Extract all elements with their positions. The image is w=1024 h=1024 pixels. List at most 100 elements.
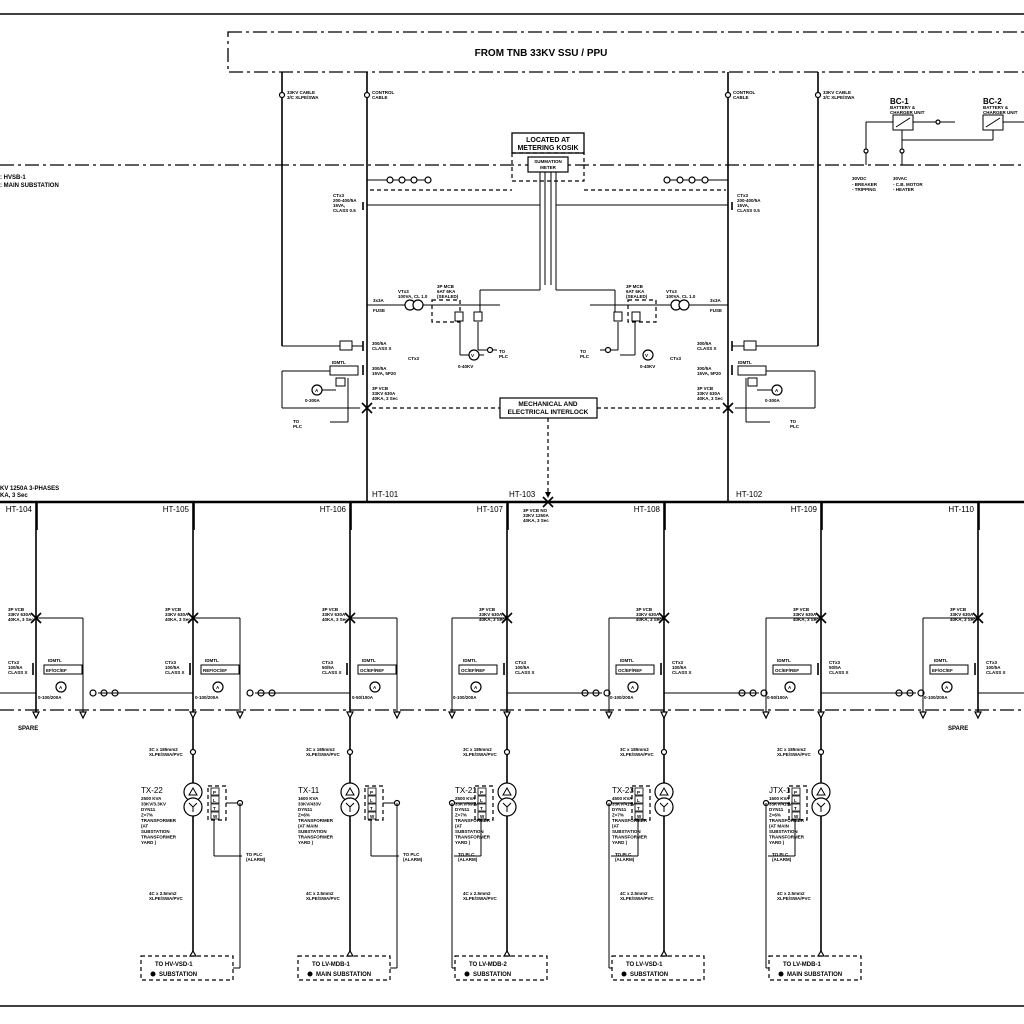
svg-text:XLPE/SWA/PVC: XLPE/SWA/PVC [306, 896, 341, 901]
svg-text:200-400/5A: 200-400/5A [333, 198, 357, 203]
destination-location: SUBSTATION [630, 972, 668, 978]
svg-text:XLPE/SWA/PVC: XLPE/SWA/PVC [463, 896, 498, 901]
svg-text:33KV CABLE: 33KV CABLE [823, 90, 851, 95]
label: P [480, 790, 483, 795]
feeder-label: HT-108 [634, 505, 661, 514]
svg-text:A: A [775, 388, 779, 393]
label: 1600 KVA [298, 796, 319, 801]
destination-box [297, 955, 391, 981]
svg-text:XLPE/SWA/PVC: XLPE/SWA/PVC [306, 752, 341, 757]
svg-text:(ALARM): (ALARM) [458, 857, 478, 862]
label: 33KV 630A [322, 612, 346, 617]
label: 33KV 630A [479, 612, 503, 617]
svg-text:(ALARM): (ALARM) [615, 857, 635, 862]
label: W [480, 814, 485, 819]
label: 3P VCB [8, 607, 25, 612]
label: REF/OC/EF [203, 668, 227, 673]
source-box: FROM TNB 33KV SSU / PPU [227, 31, 1024, 73]
label: OC/EF/REF [461, 668, 485, 673]
label: 3P VCB [322, 607, 339, 612]
surge-arrestors-left [367, 176, 432, 184]
label: OC/EF/REF [360, 668, 384, 673]
feeder-label: HT-107 [477, 505, 504, 514]
svg-text:XLPE/SWA/PVC: XLPE/SWA/PVC [620, 752, 655, 757]
switchboard-location: : MAIN SUBSTATION [0, 183, 59, 189]
label: 40KA, 3 Sec [165, 617, 191, 622]
svg-text:300/5A: 300/5A [697, 366, 712, 371]
svg-text:PLC: PLC [293, 424, 303, 429]
surge-arrestors-right [663, 176, 728, 184]
svg-text:SUMMATION: SUMMATION [534, 159, 561, 164]
svg-text:XLPE/SWA/PVC: XLPE/SWA/PVC [463, 752, 498, 757]
svg-text:33KV 630A: 33KV 630A [697, 391, 721, 396]
svg-text:- TRIPPING: - TRIPPING [852, 187, 877, 192]
label: SUBSTATION [298, 829, 327, 834]
label: Z=7% [612, 813, 624, 818]
label: 0-100/200A [195, 695, 219, 700]
label: 0-100/200A [453, 695, 477, 700]
svg-text:IDMTL: IDMTL [332, 360, 346, 365]
label: CTx3 [829, 660, 841, 665]
svg-text:300/5A: 300/5A [372, 341, 387, 346]
destination-label: TO HV-VSD-1 [155, 962, 193, 968]
label: 40KA, 3 Sec [950, 617, 976, 622]
transformer-label: JTX-1 [769, 786, 791, 795]
svg-text:XLPE/SWA/PVC: XLPE/SWA/PVC [777, 896, 812, 901]
feeder-label: HT-106 [320, 505, 347, 514]
svg-text:0-40KV: 0-40KV [640, 364, 655, 369]
label: 33KV 630A [165, 612, 189, 617]
label: 33KV/690V [455, 802, 478, 807]
svg-text:4C x 2.5mm2: 4C x 2.5mm2 [620, 891, 648, 896]
label: A [216, 685, 220, 690]
svg-text:33KV 630A: 33KV 630A [372, 391, 396, 396]
feeder-label: HT-109 [791, 505, 818, 514]
svg-text:200-400/5A: 200-400/5A [737, 198, 761, 203]
label: IDMTL [620, 658, 634, 663]
relay-box [43, 664, 83, 675]
svg-text:CABLE: CABLE [372, 95, 388, 100]
svg-text:15VA, 5P20: 15VA, 5P20 [697, 371, 721, 376]
svg-text:100VA, CL 1.0: 100VA, CL 1.0 [666, 294, 696, 299]
label: 33KV 630A [636, 612, 660, 617]
label: T [637, 806, 640, 811]
label: A [59, 685, 63, 690]
label: TRANSFORMER [455, 818, 491, 823]
label: CTx3 [8, 660, 20, 665]
label: CTx3 [165, 660, 177, 665]
label: 100/5A [8, 665, 23, 670]
label: IDMTL [934, 658, 948, 663]
label: YARD ) [455, 840, 471, 845]
destination-label: TO LV-MDB-2 [469, 962, 507, 968]
label: DYN11 [455, 807, 470, 812]
svg-text:4C x 2.5mm2: 4C x 2.5mm2 [463, 891, 491, 896]
label: DYN11 [141, 807, 156, 812]
label: L [794, 798, 797, 803]
label: TO PLC [403, 852, 420, 857]
feeder-label: HT-104 [6, 505, 33, 514]
ammeter-icon [212, 681, 224, 693]
svg-text:40KA, 3 Sec: 40KA, 3 Sec [523, 518, 549, 523]
svg-text:30VAC: 30VAC [893, 176, 908, 181]
label: OC/EF/REF [775, 668, 799, 673]
svg-text:PLC: PLC [580, 354, 590, 359]
label: A [945, 685, 949, 690]
svg-text:CABLE: CABLE [733, 95, 749, 100]
label: 33KV/433V [298, 802, 321, 807]
destination-label: TO LV-VSD-1 [626, 962, 663, 968]
svg-text:0-40KV: 0-40KV [458, 364, 473, 369]
label: SUBSTATION [769, 829, 798, 834]
label: IDMTL [463, 658, 477, 663]
svg-text:3/C XLPE/SWA: 3/C XLPE/SWA [287, 95, 319, 100]
label: P [213, 790, 216, 795]
label: IDMTL [777, 658, 791, 663]
destination-box [140, 955, 234, 981]
label: Z=6% [769, 813, 781, 818]
interlock-line1: MECHANICAL AND [518, 401, 578, 408]
label: 3P VCB [636, 607, 653, 612]
svg-text:FUSE: FUSE [710, 308, 722, 313]
label: T [794, 806, 797, 811]
bc1-label: BC-1 [890, 97, 909, 106]
